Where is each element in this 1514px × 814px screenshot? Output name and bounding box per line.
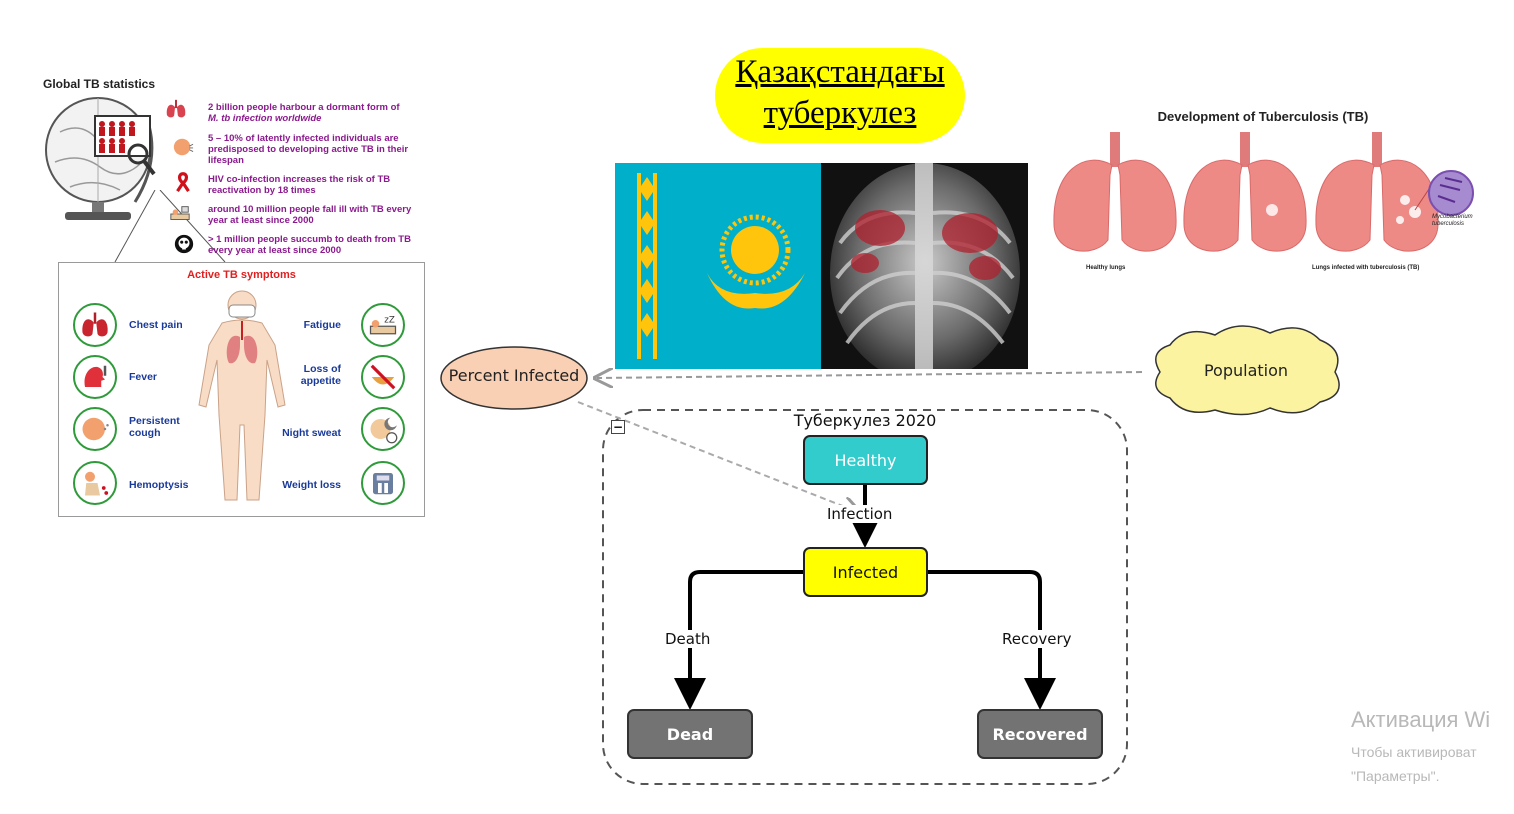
bacterium-label: Mycobacterium tuberculosis: [1432, 214, 1473, 227]
symptom-night-sweat: Night sweat: [282, 427, 341, 439]
symptom-fever: Fever: [129, 371, 158, 383]
death-edge-label[interactable]: Death: [663, 630, 713, 648]
healthy-lungs-label: Healthy lungs: [1086, 265, 1126, 271]
chest-pain-icon: [73, 303, 117, 347]
stat-item-latent: 5 – 10% of latently infected individuals…: [208, 133, 409, 166]
fever-icon: [73, 355, 117, 399]
development-title: Development of Tuberculosis (TB): [1157, 109, 1369, 124]
stat-item-hiv: HIV co-infection increases the risk of T…: [208, 174, 391, 196]
activation-line-1: Чтобы активироват: [1351, 744, 1477, 760]
cough-icon: [73, 407, 117, 451]
stat-item-dormant: 2 billion people harbour a dormant form …: [208, 102, 430, 124]
group-container: [602, 409, 1128, 785]
windows-activation-text: Чтобы активироват "Параметры".: [1351, 740, 1477, 788]
loss-of-appetite-icon: [361, 355, 405, 399]
lungs-icon: [166, 99, 186, 118]
percent-infected-ellipse: [440, 346, 588, 410]
activation-line-2: "Параметры".: [1351, 768, 1440, 784]
population-to-percent-link: [597, 372, 1143, 378]
death-edge: [674, 570, 803, 710]
hemoptysis-icon: [73, 461, 117, 505]
lungs-stages-icon: [1053, 131, 1474, 252]
sun-icon: [719, 214, 791, 286]
population-label[interactable]: Population: [1203, 361, 1289, 380]
person-coughing-icon: [173, 138, 194, 156]
stat-item-ill: around 10 million people fall ill with T…: [208, 204, 412, 226]
symptom-appetite: Loss of appetite: [300, 363, 341, 387]
fatigue-icon: zZ: [361, 303, 405, 347]
globe-icon: [45, 97, 156, 220]
group-title: Туберкулез 2020: [793, 411, 937, 430]
sick-bed-icon: [170, 206, 190, 220]
magnifier-lines: [114, 190, 226, 263]
svg-text:zZ: zZ: [384, 316, 395, 326]
infection-edge-label[interactable]: Infection: [825, 505, 895, 523]
symptom-chest-pain: Chest pain: [129, 319, 183, 331]
tb-statistics-infographic: Global TB statistics 2 billion people ha…: [40, 70, 430, 520]
infected-node[interactable]: Infected: [803, 547, 928, 597]
symptom-hemoptysis: Hemoptysis: [129, 479, 189, 491]
title-background: [715, 48, 965, 143]
development-of-tb-illustration: Development of Tuberculosis (TB) Healthy…: [1050, 108, 1476, 283]
human-body-figure: [198, 290, 286, 501]
symptom-weight-loss: Weight loss: [282, 479, 341, 491]
symptom-cough: Persistent cough: [129, 415, 180, 439]
recovery-edge: [928, 570, 1056, 710]
recovery-edge-label[interactable]: Recovery: [1000, 630, 1074, 648]
kazakhstan-flag-xray-image: [615, 163, 1028, 369]
weight-loss-icon: [361, 461, 405, 505]
dead-node[interactable]: Dead: [627, 709, 753, 759]
skull-icon: [174, 234, 194, 254]
symptoms-box: Active TB symptoms Chest pain Fever Pers…: [58, 262, 425, 517]
night-sweat-icon: [361, 407, 405, 451]
infected-lungs-label: Lungs infected with tuberculosis (TB): [1312, 265, 1420, 271]
collapse-button[interactable]: −: [611, 420, 625, 434]
stat-text: 2 billion people harbour a dormant form …: [208, 102, 400, 113]
symptom-fatigue: Fatigue: [303, 319, 341, 331]
red-ribbon-icon: [176, 172, 190, 193]
windows-activation-title: Активация Wi: [1351, 707, 1491, 732]
percent-infected-label[interactable]: Percent Infected: [448, 366, 580, 385]
stat-text-2: M. tb infection worldwide: [208, 113, 322, 124]
stats-title: Global TB statistics: [43, 77, 156, 91]
stat-item-death: > 1 million people succumb to death from…: [208, 234, 411, 256]
recovered-node[interactable]: Recovered: [977, 709, 1103, 759]
population-cloud: [1155, 325, 1340, 416]
symptoms-title: Active TB symptoms: [187, 269, 296, 281]
page-title: Қазақстандағы туберкулез: [735, 54, 945, 131]
healthy-node[interactable]: Healthy: [803, 435, 928, 485]
